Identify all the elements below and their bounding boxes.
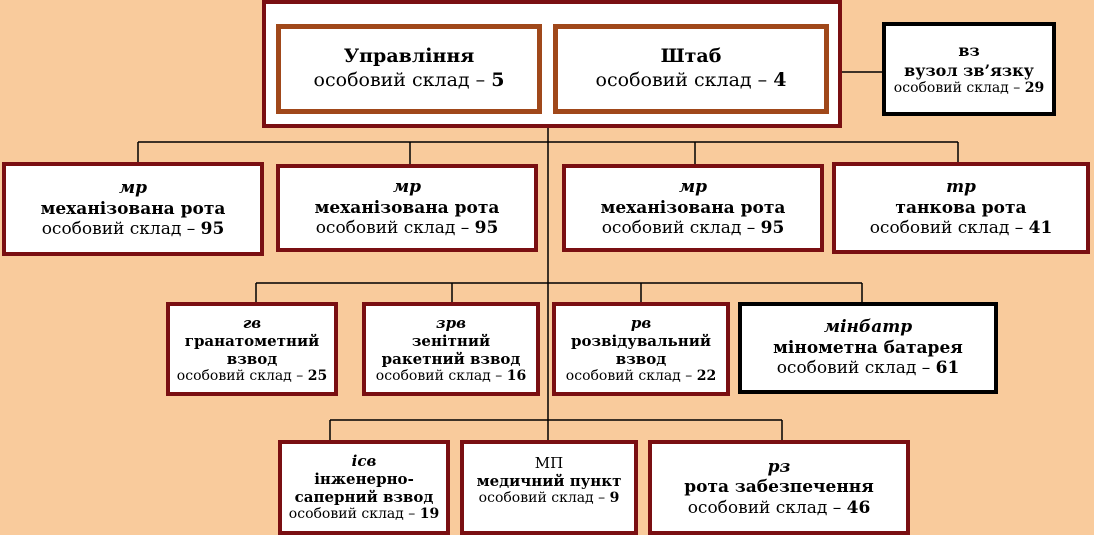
staff-label: особовий склад –: [176, 367, 308, 384]
platoon-staff: особовий склад – 16: [376, 368, 526, 385]
staff-count: 41: [1028, 218, 1053, 239]
support-staff: особовий склад – 19: [289, 506, 439, 523]
command-name: Управління: [343, 45, 475, 68]
comms-abbr: вз: [958, 41, 980, 61]
company-box: мр механізована рота особовий склад – 95: [276, 164, 538, 252]
support-box: рз рота забезпечення особовий склад – 46: [648, 440, 910, 535]
platoon-staff: особовий склад – 22: [566, 368, 716, 385]
company-name: механізована рота: [314, 197, 500, 218]
staff-label: особовий склад –: [595, 69, 774, 91]
platoon-name: зенітний: [411, 331, 491, 350]
staff-count: 4: [773, 69, 787, 91]
support-staff: особовий склад – 9: [479, 490, 620, 507]
battery-staff: особовий склад – 61: [777, 358, 960, 378]
platoon-staff: особовий склад – 25: [177, 368, 327, 385]
comms-staff: особовий склад – 29: [894, 80, 1044, 97]
company-abbr: тр: [946, 177, 976, 198]
company-box: мр механізована рота особовий склад – 95: [562, 164, 824, 252]
support-name: рота забезпечення: [684, 477, 874, 498]
staff-count: 19: [419, 506, 440, 523]
command-box: Управління особовий склад – 5: [276, 24, 542, 114]
hq-box: Штаб особовий склад – 4: [553, 24, 829, 114]
company-staff: особовий склад – 41: [870, 218, 1053, 238]
platoon-name: ракетний взвод: [381, 349, 521, 368]
staff-label: особовий склад –: [478, 490, 610, 506]
company-staff: особовий склад – 95: [602, 218, 785, 238]
staff-count: 9: [609, 490, 620, 506]
platoon-name: взвод: [226, 349, 278, 368]
company-box: мр механізована рота особовий склад – 95: [2, 162, 264, 256]
staff-label: особовий склад –: [893, 79, 1025, 96]
company-abbr: мр: [392, 177, 422, 198]
company-name: механізована рота: [40, 198, 226, 219]
staff-label: особовий склад –: [41, 219, 201, 240]
staff-count: 29: [1024, 79, 1045, 96]
staff-count: 22: [696, 367, 717, 384]
platoon-box: гв гранатометний взвод особовий склад – …: [166, 302, 338, 396]
staff-label: особовий склад –: [315, 218, 475, 239]
comms-name: вузол зв’язку: [904, 60, 1034, 80]
platoon-name: розвідувальний: [571, 331, 711, 350]
staff-label: особовий склад –: [776, 358, 936, 379]
battery-box: мінбатр мінометна батарея особовий склад…: [738, 302, 998, 394]
support-box: ісв інженерно- саперний взвод особовий с…: [278, 440, 450, 535]
platoon-name: взвод: [615, 349, 667, 368]
support-name: саперний взвод: [294, 488, 434, 507]
battery-abbr: мінбатр: [823, 317, 913, 338]
command-staff: особовий склад – 5: [314, 69, 505, 93]
staff-count: 5: [491, 69, 505, 91]
company-staff: особовий склад – 95: [316, 218, 499, 238]
staff-count: 25: [307, 367, 328, 384]
support-abbr: ісв: [351, 452, 377, 471]
staff-count: 95: [200, 219, 225, 240]
company-name: танкова рота: [895, 197, 1027, 218]
staff-count: 46: [846, 497, 871, 518]
hq-name: Штаб: [660, 45, 722, 68]
battery-name: мінометна батарея: [773, 337, 963, 358]
staff-count: 95: [760, 218, 785, 239]
staff-label: особовий склад –: [565, 367, 697, 384]
staff-label: особовий склад –: [288, 506, 420, 523]
support-name: медичний пункт: [476, 472, 622, 490]
support-abbr: рз: [767, 456, 791, 477]
staff-label: особовий склад –: [375, 367, 507, 384]
staff-count: 95: [474, 218, 499, 239]
company-abbr: мр: [678, 177, 708, 198]
platoon-name: гранатометний: [184, 331, 320, 350]
support-abbr: МП: [534, 454, 564, 472]
platoon-abbr: гв: [242, 313, 262, 332]
staff-label: особовий склад –: [687, 497, 847, 518]
hq-staff: особовий склад – 4: [596, 69, 787, 93]
company-abbr: мр: [118, 178, 148, 199]
platoon-abbr: зрв: [436, 313, 466, 332]
staff-count: 61: [935, 358, 960, 379]
support-name: інженерно-: [314, 470, 414, 489]
comms-box: вз вузол зв’язку особовий склад – 29: [882, 22, 1056, 116]
support-staff: особовий склад – 46: [688, 498, 871, 518]
company-name: механізована рота: [600, 197, 786, 218]
company-box: тр танкова рота особовий склад – 41: [832, 162, 1090, 254]
staff-label: особовий склад –: [869, 218, 1029, 239]
platoon-box: рв розвідувальний взвод особовий склад –…: [552, 302, 730, 396]
platoon-box: зрв зенітний ракетний взвод особовий скл…: [362, 302, 540, 396]
company-staff: особовий склад – 95: [42, 219, 225, 239]
support-box: МП медичний пункт особовий склад – 9: [460, 440, 638, 535]
staff-label: особовий склад –: [313, 69, 492, 91]
staff-label: особовий склад –: [601, 218, 761, 239]
staff-count: 16: [506, 367, 527, 384]
platoon-abbr: рв: [630, 313, 652, 332]
